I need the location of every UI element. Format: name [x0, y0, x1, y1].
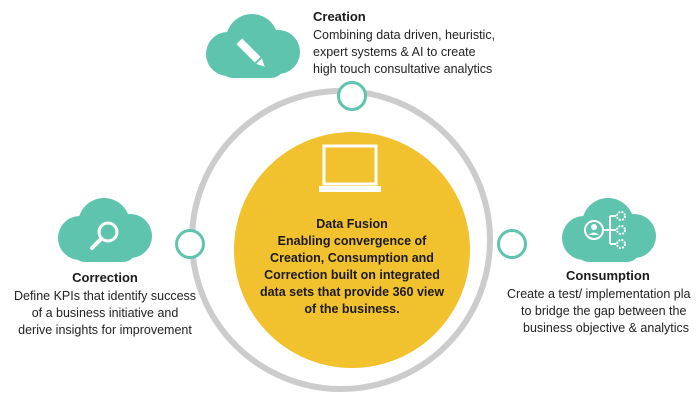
creation-node — [337, 81, 367, 111]
center-line: Correction built on integrated — [264, 268, 440, 282]
creation-cloud — [206, 14, 300, 78]
data-fusion-circle — [234, 132, 470, 368]
laptop-icon — [319, 144, 381, 192]
correction-node — [175, 229, 205, 259]
center-line: of the business. — [304, 302, 400, 316]
center-line: Enabling convergence of — [277, 234, 427, 248]
correction-line: of a business initiative and — [31, 306, 179, 320]
consumption-cloud — [562, 198, 656, 262]
correction-description: Define KPIs that identify success of a b… — [0, 288, 210, 339]
creation-description: Combining data driven, heuristic, expert… — [313, 27, 495, 78]
center-line: Data Fusion — [316, 217, 388, 231]
creation-line: Combining data driven, heuristic, — [313, 28, 496, 42]
correction-title: Correction — [72, 270, 138, 285]
center-text: Data Fusion Enabling convergence of Crea… — [244, 216, 460, 318]
center-line: data sets that provide 360 view — [259, 285, 445, 299]
consumption-node — [497, 229, 527, 259]
magnifier-icon — [90, 221, 119, 250]
consumption-line: business objective & analytics — [523, 321, 690, 335]
consumption-description: Create a test/ implementation pla to bri… — [507, 286, 698, 337]
consumption-title: Consumption — [566, 268, 650, 283]
correction-cloud — [58, 198, 152, 262]
center-line: Creation, Consumption and — [270, 251, 434, 265]
creation-line: high touch consultative analytics — [313, 62, 493, 76]
correction-line: Define KPIs that identify success — [13, 289, 197, 303]
consumption-line: Create a test/ implementation pla — [507, 287, 691, 301]
creation-line: expert systems & AI to create — [313, 45, 476, 59]
creation-title: Creation — [313, 9, 366, 24]
consumption-line: to bridge the gap between the — [521, 304, 687, 318]
correction-line: derive insights for improvement — [18, 323, 192, 337]
network-settings-icon — [584, 211, 626, 249]
